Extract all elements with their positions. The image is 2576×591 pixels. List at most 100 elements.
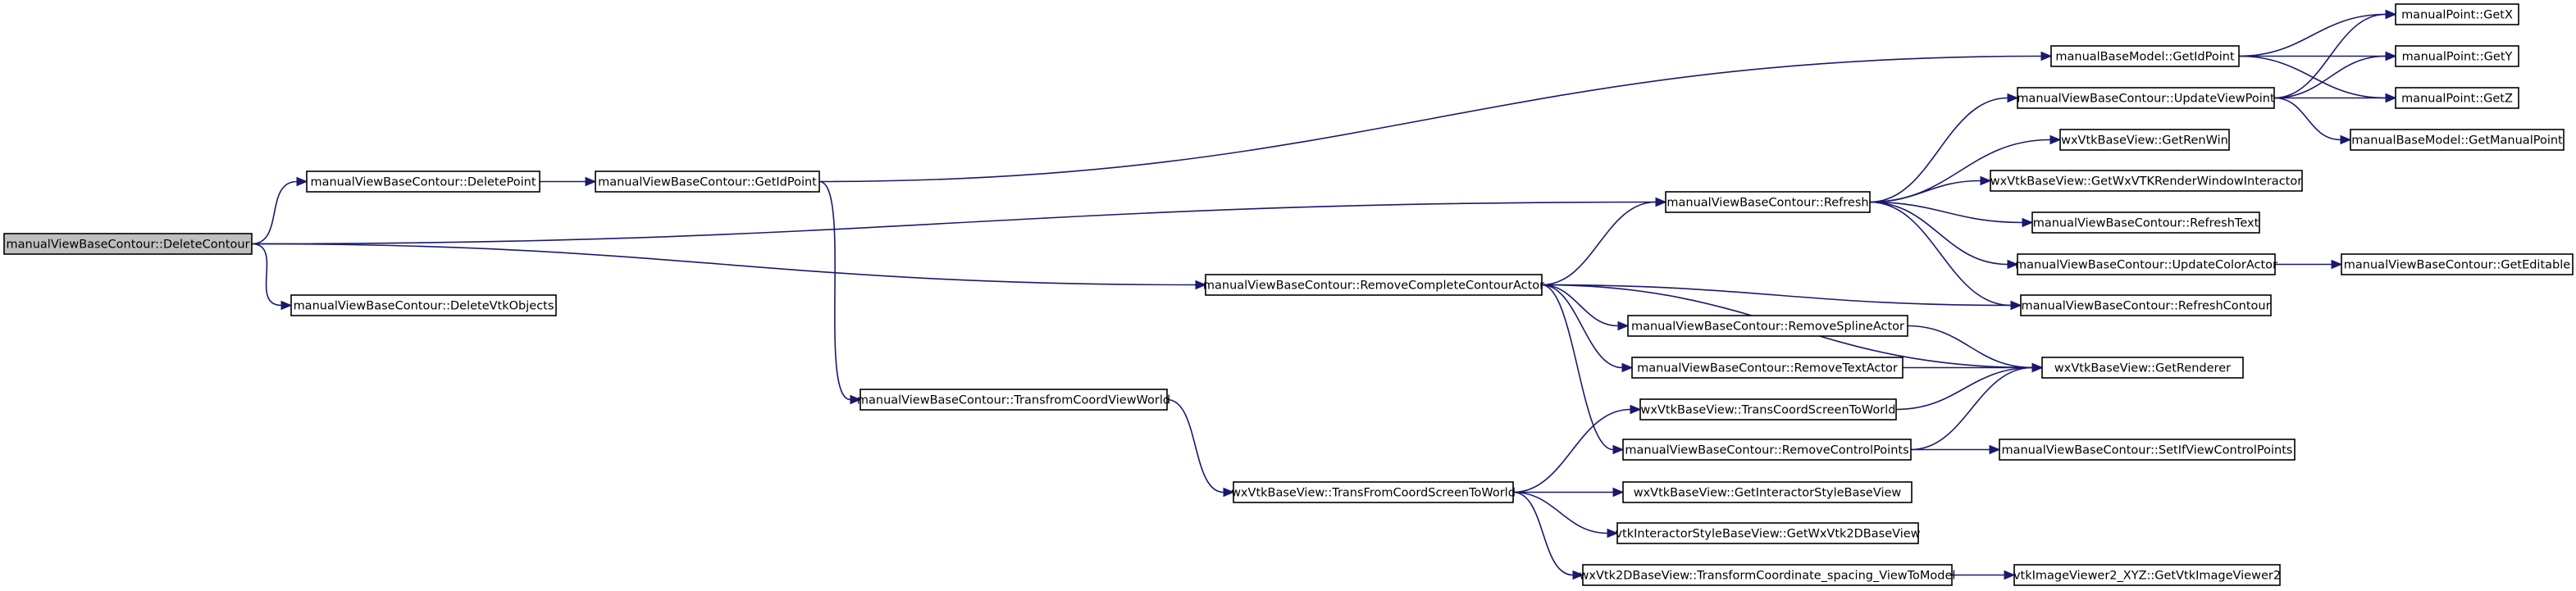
- node-box: [1616, 522, 1919, 544]
- edge-manualviewbasecontour-transfromcoordviewworld-to-wxvtkbaseview-transfromcoordscreentoworld: [1166, 398, 1235, 498]
- node-manualviewbasecontour-updateviewpoint[interactable]: manualViewBaseContour::UpdateViewPoint: [2017, 87, 2275, 109]
- arrowhead-icon: [296, 176, 308, 187]
- arrowhead-icon: [1655, 197, 1667, 207]
- node-box: [1622, 481, 1913, 503]
- node-box: [2013, 564, 2281, 586]
- edge-manualviewbasecontour-updatecoloractor-to-manualviewbasecontour-geteditable: [2275, 259, 2343, 270]
- node-label: manualPoint::GetZ: [2401, 93, 2513, 106]
- node-manualviewbasecontour-getidpoint[interactable]: manualViewBaseContour::GetIdPoint: [595, 170, 820, 193]
- edge-line: [1166, 398, 1224, 493]
- node-manualviewbasecontour-deletevtkobjects[interactable]: manualViewBaseContour::DeleteVtkObjects: [290, 294, 557, 316]
- edge-manualviewbasecontour-updateviewpoint-to-manualpoint-gety: [2273, 51, 2397, 99]
- edge-manualviewbasecontour-removecompletecontouractor-to-manualviewbasecontour-removesplineactor: [1541, 284, 1630, 331]
- arrowhead-icon: [2010, 300, 2022, 311]
- arrowhead-icon: [585, 176, 597, 187]
- node-wxvtkbaseview-getrenderer[interactable]: wxVtkBaseView::GetRenderer: [2041, 357, 2244, 379]
- edge-line: [2273, 13, 2387, 99]
- node-box: [306, 170, 540, 193]
- edge-manualviewbasecontour-deletecontour-to-manualviewbasecontour-deletevtkobjects: [251, 243, 293, 311]
- node-box: [1627, 315, 1908, 337]
- node-wxvtkbaseview-getwxvtkrenderwindowinteractor[interactable]: wxVtkBaseView::GetWxVTKRenderWindowInter…: [1990, 170, 2303, 192]
- edge-line: [1512, 491, 1608, 534]
- node-manualviewbasecontour-removecontrolpoints[interactable]: manualViewBaseContour::RemoveControlPoin…: [1622, 439, 1912, 461]
- edge-manualviewbasecontour-refresh-to-wxvtkbaseview-getwxvtkrenderwindowinteractor: [1869, 175, 1992, 203]
- node-box: [1990, 170, 2303, 192]
- node-manualbasemodel-getmanualpoint[interactable]: manualBaseModel::GetManualPoint: [2350, 129, 2565, 151]
- node-label: manualBaseModel::GetManualPoint: [2351, 134, 2563, 148]
- node-manualpoint-gety[interactable]: manualPoint::GetY: [2395, 45, 2519, 67]
- edge-line: [1541, 284, 1614, 451]
- node-box: [1631, 357, 1904, 379]
- node-box: [2350, 129, 2565, 151]
- edge-wxvtkbaseview-transfromcoordscreentoworld-to-wxvtkbaseview-getinteractorstylebaseview: [1513, 487, 1625, 498]
- edge-manualviewbasecontour-deletepoint-to-manualviewbasecontour-getidpoint: [540, 176, 597, 187]
- node-label: manualViewBaseContour::DeleteContour: [7, 239, 250, 252]
- node-box: [2050, 45, 2240, 67]
- node-manualpoint-getz[interactable]: manualPoint::GetZ: [2395, 87, 2519, 109]
- arrowhead-icon: [1980, 175, 1992, 186]
- node-manualviewbasecontour-transfromcoordviewworld[interactable]: manualViewBaseContour::TransfromCoordVie…: [857, 389, 1170, 411]
- node-manualviewbasecontour-updatecoloractor[interactable]: manualViewBaseContour::UpdateColorActor: [2015, 253, 2277, 275]
- edge-line: [1869, 201, 2012, 307]
- edge-line: [2273, 97, 2341, 141]
- node-box: [3, 233, 253, 255]
- edge-line: [818, 180, 851, 401]
- edge-manualviewbasecontour-removecontrolpoints-to-wxvtkbaseview-getrenderer: [1910, 362, 2044, 451]
- edge-wxvtkbaseview-transfromcoordscreentoworld-to-wxvtk2dbaseview-transformcoordinate-spacing-viewtomodel: [1512, 491, 1584, 580]
- node-label: manualViewBaseContour::UpdateColorActor: [2015, 259, 2277, 272]
- node-manualviewbasecontour-refreshtext[interactable]: manualViewBaseContour::RefreshText: [2031, 211, 2260, 234]
- edge-manualviewbasecontour-deletecontour-to-manualviewbasecontour-refresh: [251, 197, 1667, 245]
- node-manualbasemodel-getidpoint[interactable]: manualBaseModel::GetIdPoint: [2050, 45, 2240, 67]
- edge-line: [1907, 325, 2033, 369]
- node-label: manualViewBaseContour::RemoveSplineActor: [1631, 321, 1904, 334]
- edge-manualviewbasecontour-refresh-to-manualviewbasecontour-updateviewpoint: [1869, 93, 2019, 203]
- node-wxvtk2dbaseview-transformcoordinate-spacing-viewtomodel[interactable]: wxVtk2DBaseView::TransformCoordinate_spa…: [1580, 564, 1956, 586]
- node-label: manualViewBaseContour::TransfromCoordVie…: [857, 394, 1170, 407]
- node-wxvtkbaseview-getrenwin[interactable]: wxVtkBaseView::GetRenWin: [2059, 129, 2230, 151]
- edge-line: [2238, 13, 2387, 57]
- arrowhead-icon: [1195, 280, 1207, 290]
- node-box: [595, 170, 820, 193]
- node-box: [2017, 253, 2276, 275]
- node-label: wxVtkBaseView::GetWxVTKRenderWindowInter…: [1990, 175, 2302, 189]
- node-manualviewbasecontour-refreshcontour[interactable]: manualViewBaseContour::RefreshContour: [2020, 294, 2272, 316]
- arrowhead-icon: [1612, 444, 1625, 455]
- node-manualviewbasecontour-deletepoint[interactable]: manualViewBaseContour::DeletePoint: [306, 170, 540, 193]
- node-label: wxVtk2DBaseView::TransformCoordinate_spa…: [1580, 570, 1956, 583]
- node-label: wxVtkBaseView::GetRenWin: [2061, 134, 2228, 148]
- edge-line: [1869, 201, 2008, 266]
- edge-manualviewbasecontour-getidpoint-to-manualviewbasecontour-transfromcoordviewworld: [818, 180, 862, 405]
- node-wxvtkbaseview-transcoordscreentoworld[interactable]: wxVtkBaseView::TransCoordScreenToWorld: [1639, 398, 1897, 421]
- edge-wxvtk2dbaseview-transformcoordinate-spacing-viewtomodel-to-vtkimageviewer2-xyz-getvtkimageviewer2: [1951, 570, 2016, 580]
- edge-manualviewbasecontour-refresh-to-manualviewbasecontour-updatecoloractor: [1869, 201, 2019, 270]
- node-manualviewbasecontour-removesplineactor[interactable]: manualViewBaseContour::RemoveSplineActor: [1627, 315, 1908, 337]
- edge-wxvtkbaseview-transcoordscreentoworld-to-wxvtkbaseview-getrenderer: [1895, 362, 2044, 411]
- node-label: manualViewBaseContour::RemoveCompleteCon…: [1203, 280, 1544, 293]
- node-manualviewbasecontour-removetextactor[interactable]: manualViewBaseContour::RemoveTextActor: [1631, 357, 1904, 379]
- nodes-layer: manualViewBaseContour::DeleteContourmanu…: [3, 3, 2574, 586]
- edge-manualviewbasecontour-removecontrolpoints-to-manualviewbasecontour-setifviewcontrolpoints: [1911, 444, 2001, 455]
- node-label: manualViewBaseContour::RemoveControlPoin…: [1625, 444, 1908, 457]
- edge-manualviewbasecontour-deletecontour-to-manualviewbasecontour-removecompletecontouractor: [251, 243, 1207, 290]
- arrowhead-icon: [2031, 362, 2044, 373]
- edge-line: [1541, 284, 1619, 327]
- node-manualviewbasecontour-refresh[interactable]: manualViewBaseContour::Refresh: [1665, 191, 1871, 213]
- node-wxvtkbaseview-getinteractorstylebaseview[interactable]: wxVtkBaseView::GetInteractorStyleBaseVie…: [1622, 481, 1913, 503]
- node-label: manualViewBaseContour::UpdateViewPoint: [2017, 93, 2275, 106]
- node-label: wxVtkBaseView::TransCoordScreenToWorld: [1641, 404, 1896, 417]
- node-label: manualPoint::GetY: [2402, 51, 2513, 64]
- arrowhead-icon: [2385, 9, 2397, 20]
- edge-line: [1895, 366, 2033, 411]
- node-wxvtkbaseview-transfromcoordscreentoworld[interactable]: wxVtkBaseView::TransFromCoordScreenToWor…: [1231, 481, 1516, 503]
- node-manualviewbasecontour-removecompletecontouractor[interactable]: manualViewBaseContour::RemoveCompleteCon…: [1203, 274, 1544, 296]
- node-vtkinteractorstylebaseview-getwxvtk2dbaseview[interactable]: vtkInteractorStyleBaseView::GetWxVtk2DBa…: [1615, 522, 1921, 544]
- edge-manualviewbasecontour-refresh-to-wxvtkbaseview-getrenwin: [1869, 134, 2062, 203]
- node-manualviewbasecontour-geteditable[interactable]: manualViewBaseContour::GetEditable: [2341, 253, 2574, 275]
- node-label: manualViewBaseContour::DeletePoint: [310, 176, 536, 189]
- edge-line: [1910, 366, 2033, 451]
- node-box: [1665, 191, 1871, 213]
- node-manualviewbasecontour-setifviewcontrolpoints[interactable]: manualViewBaseContour::SetIfViewControlP…: [1999, 439, 2296, 461]
- node-manualpoint-getx[interactable]: manualPoint::GetX: [2395, 3, 2519, 25]
- node-vtkimageviewer2-xyz-getvtkimageviewer2[interactable]: vtkImageViewer2_XYZ::GetVtkImageViewer2: [2013, 564, 2281, 586]
- arrowhead-icon: [2331, 259, 2343, 270]
